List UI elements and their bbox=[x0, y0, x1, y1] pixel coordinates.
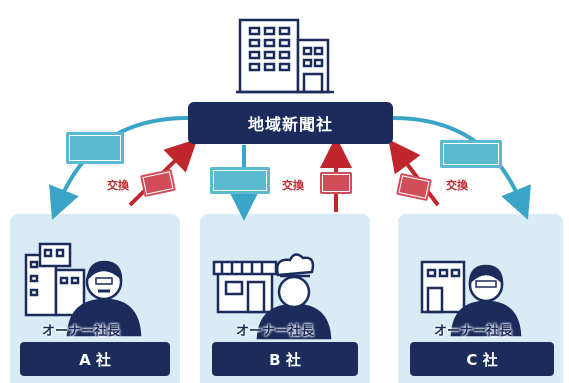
company-c-badge: C 社 bbox=[410, 342, 554, 376]
office-building-icon bbox=[236, 18, 334, 94]
exchange-label-c: 交換 bbox=[446, 179, 468, 192]
owner-label-a: オーナー社長 bbox=[42, 324, 121, 339]
owner-label-c: オーナー社長 bbox=[434, 324, 513, 339]
newspaper-ticket-right bbox=[440, 140, 502, 168]
company-c-name: C 社 bbox=[466, 350, 498, 369]
company-a-badge: A 社 bbox=[20, 342, 170, 376]
company-b-badge: B 社 bbox=[212, 342, 358, 376]
company-building-icon bbox=[420, 260, 466, 314]
exchange-label-b: 交換 bbox=[282, 179, 304, 192]
newspaper-ticket-left bbox=[66, 132, 124, 164]
chef-icon bbox=[256, 253, 332, 340]
businessman-icon bbox=[450, 264, 522, 337]
company-building-icon bbox=[24, 242, 86, 317]
newspaper-ticket-center bbox=[210, 167, 270, 194]
hub-label: 地域新聞社 bbox=[247, 115, 333, 134]
businessman-icon bbox=[66, 260, 142, 337]
hub-newspaper-box: 地域新聞社 bbox=[188, 102, 393, 144]
owner-label-b: オーナー社長 bbox=[236, 324, 315, 339]
company-a-name: A 社 bbox=[79, 350, 111, 369]
exchange-label-a: 交換 bbox=[107, 179, 129, 192]
coupon-tag-b bbox=[320, 172, 352, 194]
shop-icon bbox=[212, 260, 278, 314]
company-b-name: B 社 bbox=[269, 350, 301, 369]
